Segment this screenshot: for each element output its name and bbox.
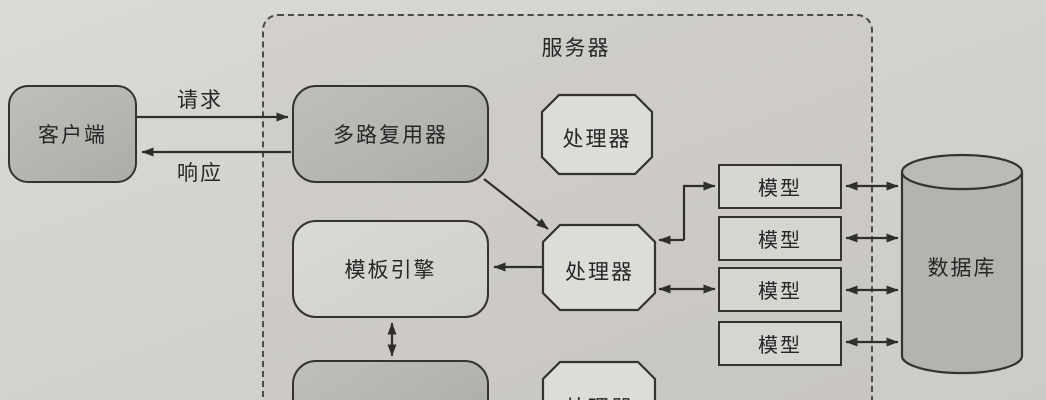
client-box: 客户端 (8, 85, 137, 183)
multiplexer-box: 多路复用器 (292, 85, 489, 183)
template-engine-box: 模板引擎 (292, 220, 489, 318)
model-label-4: 模型 (758, 335, 802, 357)
model-box-4: 模型 (718, 321, 842, 366)
server-label: 服务器 (541, 37, 611, 60)
model-label-2: 模型 (758, 230, 802, 252)
database-cylinder-top (900, 153, 1024, 191)
client-label: 客户端 (38, 124, 107, 147)
processor-middle-label: 处理器 (565, 261, 634, 284)
processor-top-label: 处理器 (562, 128, 632, 151)
database-label: 数据库 (927, 257, 997, 280)
model-label-3: 模型 (758, 281, 802, 303)
model-box-3: 模型 (718, 267, 842, 312)
request-label: 请求 (177, 89, 223, 112)
response-label: 响应 (177, 162, 223, 185)
processor-bottom-label: 处理器 (544, 392, 655, 400)
model-label-1: 模型 (758, 178, 802, 200)
model-box-1: 模型 (718, 164, 842, 209)
template-engine-label: 模板引擎 (344, 259, 437, 282)
bottom-box (292, 360, 489, 400)
model-box-2: 模型 (718, 216, 842, 261)
multiplexer-label: 多路复用器 (333, 124, 448, 147)
